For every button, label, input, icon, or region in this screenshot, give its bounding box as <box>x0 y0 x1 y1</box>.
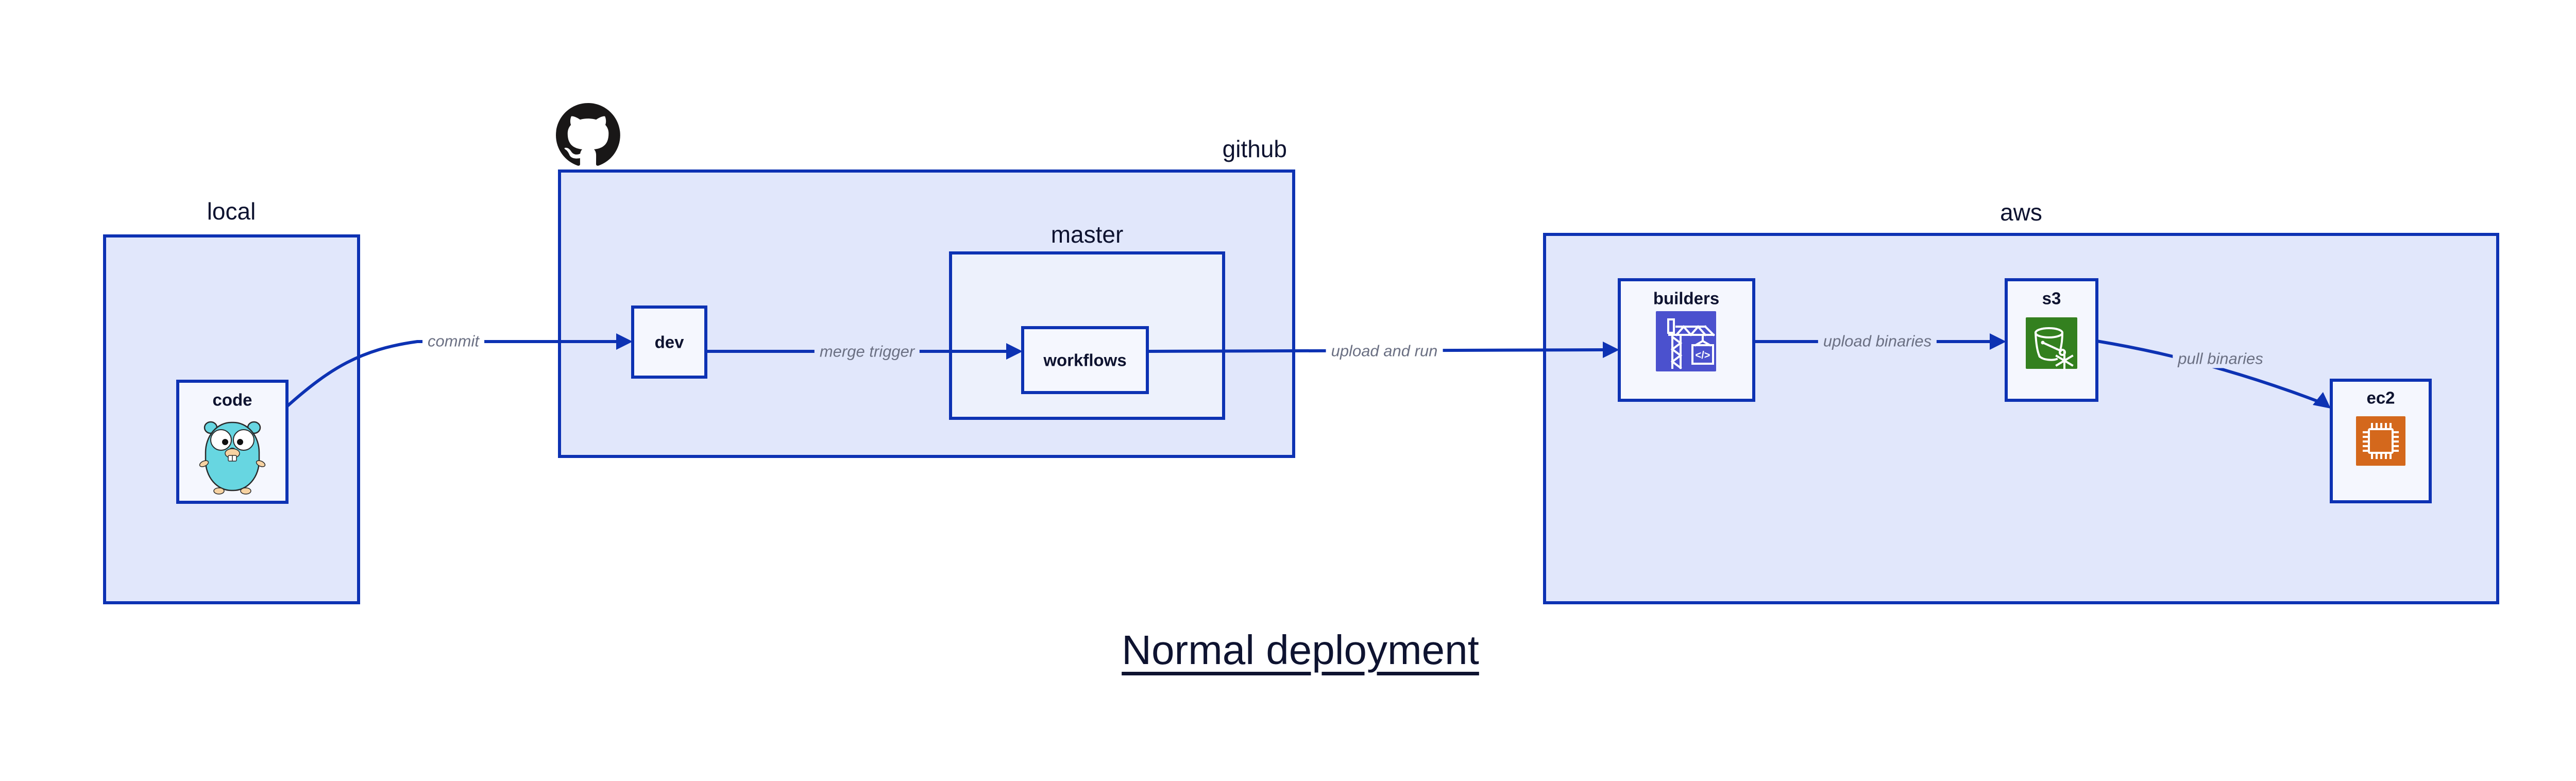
local-container-label: local <box>207 198 256 225</box>
edge-commit <box>286 340 616 408</box>
build-crane-icon: </> <box>1656 311 1716 371</box>
workflows-node-label: workflows <box>1043 350 1127 370</box>
diagram-title: Normal deployment <box>1122 627 1479 673</box>
edge-commit-arrowhead <box>616 333 633 350</box>
code-node-label: code <box>212 390 252 410</box>
workflows-node-box <box>1021 326 1149 394</box>
builders-icon-glyph: </> <box>1696 350 1710 361</box>
dev-node-label: dev <box>654 332 684 352</box>
edge-upload-and-run-arrowhead <box>1603 342 1619 358</box>
master-container-label: master <box>1050 221 1124 248</box>
ec2-node-label: ec2 <box>2366 388 2395 408</box>
builders-node-box <box>1618 278 1755 402</box>
edge-pull-binaries-arrowhead <box>2313 392 2331 409</box>
edge-upload-binaries-arrowhead <box>1990 333 2006 350</box>
edge-merge-trigger-arrowhead <box>1006 343 1023 360</box>
dev-node-box <box>631 305 707 379</box>
edge-label-commit: commit <box>422 331 484 351</box>
edge-label-upload-binaries: upload binaries <box>1818 331 1937 351</box>
builders-node-label: builders <box>1653 288 1720 308</box>
aws-container-label: aws <box>2000 199 2042 226</box>
edge-label-merge-trigger: merge trigger <box>814 342 920 361</box>
github-logo-icon <box>556 103 620 166</box>
github-container-label: github <box>1222 135 1287 162</box>
go-gopher-icon <box>199 421 266 495</box>
s3-node-label: s3 <box>2042 288 2061 308</box>
edge-label-upload-and-run: upload and run <box>1326 341 1443 361</box>
edge-label-pull-binaries: pull binaries <box>2173 349 2268 368</box>
s3-bucket-icon <box>2026 317 2077 370</box>
ec2-chip-icon <box>2356 416 2405 466</box>
